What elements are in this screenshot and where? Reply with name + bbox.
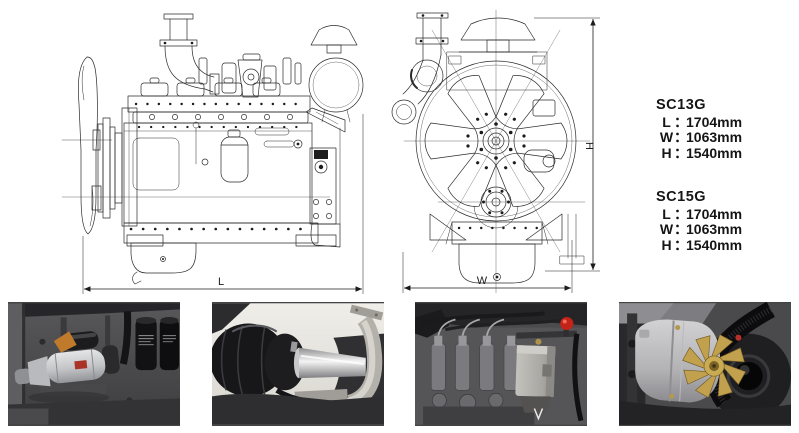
model-name: SC15G [656,189,707,205]
dim-label: H [661,236,672,253]
dim-colon: ： [674,236,688,253]
dim-colon: ： [674,144,688,161]
starter-motor-photo [8,302,180,426]
spec-model-sc15g: SC15G L：1704mm W：1063mm H：1540mm [656,189,743,254]
starter-motor-image [8,303,180,425]
dim-value: 1063mm [686,221,743,237]
dim-row: H：1540mm [656,236,743,254]
dim-row: H：1540mm [656,144,743,162]
dim-row: W：1063mm [656,221,743,238]
height-dimension-label: H [583,142,595,150]
length-dimension: L [82,114,364,294]
dim-row: W：1063mm [656,129,743,146]
alternator-fan [682,334,746,398]
fuel-injection-pump-photo [415,302,588,426]
dim-label: W [659,221,674,237]
dim-value: 1704mm [686,113,743,130]
governor-box [515,345,556,398]
side-view-drawing [61,13,364,285]
spec-model-sc13g: SC13G L：1704mm W：1063mm H：1540mm [656,97,743,162]
fuel-injection-pump-image [415,303,588,425]
photo-strip [0,302,799,426]
air-intake-image [211,303,384,425]
length-dimension-label: L [218,276,224,288]
rubber-hose [211,323,305,397]
fan-blades [424,75,568,207]
dim-colon: ： [674,113,688,130]
dim-label: L [662,113,671,130]
alternator-image [618,302,791,425]
dim-colon: ： [674,129,688,145]
dim-label: L [662,205,671,222]
dim-label: H [661,144,672,161]
front-view-drawing [391,9,591,294]
engine-dimension-diagram: L [61,9,600,294]
dim-row: L：1704mm [656,113,743,131]
dim-value: 1704mm [686,205,743,222]
injection-pump-units [423,318,535,425]
dim-label: W [659,129,674,145]
oil-filters [135,316,179,371]
width-dimension-label: W [477,275,488,287]
air-intake-photo [211,302,384,426]
exhaust-elbow [346,304,383,410]
solenoid-bracket [53,331,77,353]
height-dimension: H [534,17,600,272]
alternator-photo [618,302,791,426]
dim-colon: ： [674,221,688,237]
dim-value: 1540mm [686,236,743,253]
dim-value: 1540mm [686,144,743,161]
dim-value: 1063mm [686,129,743,145]
dim-row: L：1704mm [656,205,743,223]
dim-colon: ： [674,205,688,222]
spec-panel: SC13G L：1704mm W：1063mm H：1540mm SC15G L… [656,97,743,254]
engine-line-drawing: L [61,9,600,294]
stop-knob [560,316,574,337]
width-dimension: W [402,240,573,293]
model-name: SC13G [656,97,707,113]
